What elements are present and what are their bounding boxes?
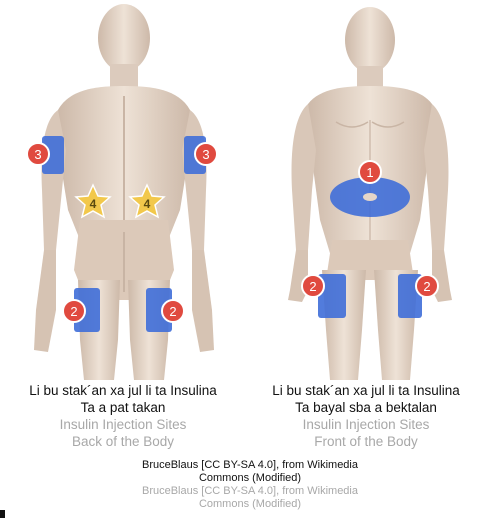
svg-text:3: 3 (34, 147, 41, 162)
marker-2-back-left: 2 (63, 300, 85, 322)
front-caption-line1: Li bu stak´an xa jul li ta Insulina (244, 382, 488, 399)
svg-text:2: 2 (309, 279, 316, 294)
back-caption-line3: Insulin Injection Sites (0, 416, 246, 433)
back-caption-line2: Ta a pat takan (0, 399, 246, 416)
back-caption-line4: Back of the Body (0, 433, 246, 450)
svg-text:3: 3 (202, 147, 209, 162)
svg-text:2: 2 (169, 304, 176, 319)
back-caption: Li bu stak´an xa jul li ta Insulina Ta a… (0, 382, 246, 450)
svg-text:4: 4 (90, 197, 97, 211)
front-caption-line4: Front of the Body (244, 433, 488, 450)
credit-line2: Commons (Modified) (100, 472, 400, 485)
credit-line1: BruceBlaus [CC BY-SA 4.0], from Wikimedi… (100, 459, 400, 472)
front-caption-line2: Ta bayal sba a bektalan (244, 399, 488, 416)
credit-line3: BruceBlaus [CC BY-SA 4.0], from Wikimedi… (100, 485, 400, 498)
image-credit: BruceBlaus [CC BY-SA 4.0], from Wikimedi… (100, 459, 400, 511)
marker-3-right: 3 (195, 143, 217, 165)
front-caption: Li bu stak´an xa jul li ta Insulina Ta b… (244, 382, 488, 450)
svg-text:2: 2 (70, 304, 77, 319)
svg-text:2: 2 (423, 279, 430, 294)
marker-2-front-right: 2 (416, 275, 438, 297)
corner-mark (0, 510, 5, 518)
back-caption-line1: Li bu stak´an xa jul li ta Insulina (0, 382, 246, 399)
front-caption-line3: Insulin Injection Sites (244, 416, 488, 433)
svg-text:1: 1 (366, 165, 373, 180)
credit-line4: Commons (Modified) (100, 498, 400, 511)
marker-2-front-left: 2 (302, 275, 324, 297)
svg-text:4: 4 (144, 197, 151, 211)
marker-2-back-right: 2 (162, 300, 184, 322)
back-body-figure (34, 4, 214, 380)
marker-3-left: 3 (27, 143, 49, 165)
marker-1: 1 (359, 161, 381, 183)
